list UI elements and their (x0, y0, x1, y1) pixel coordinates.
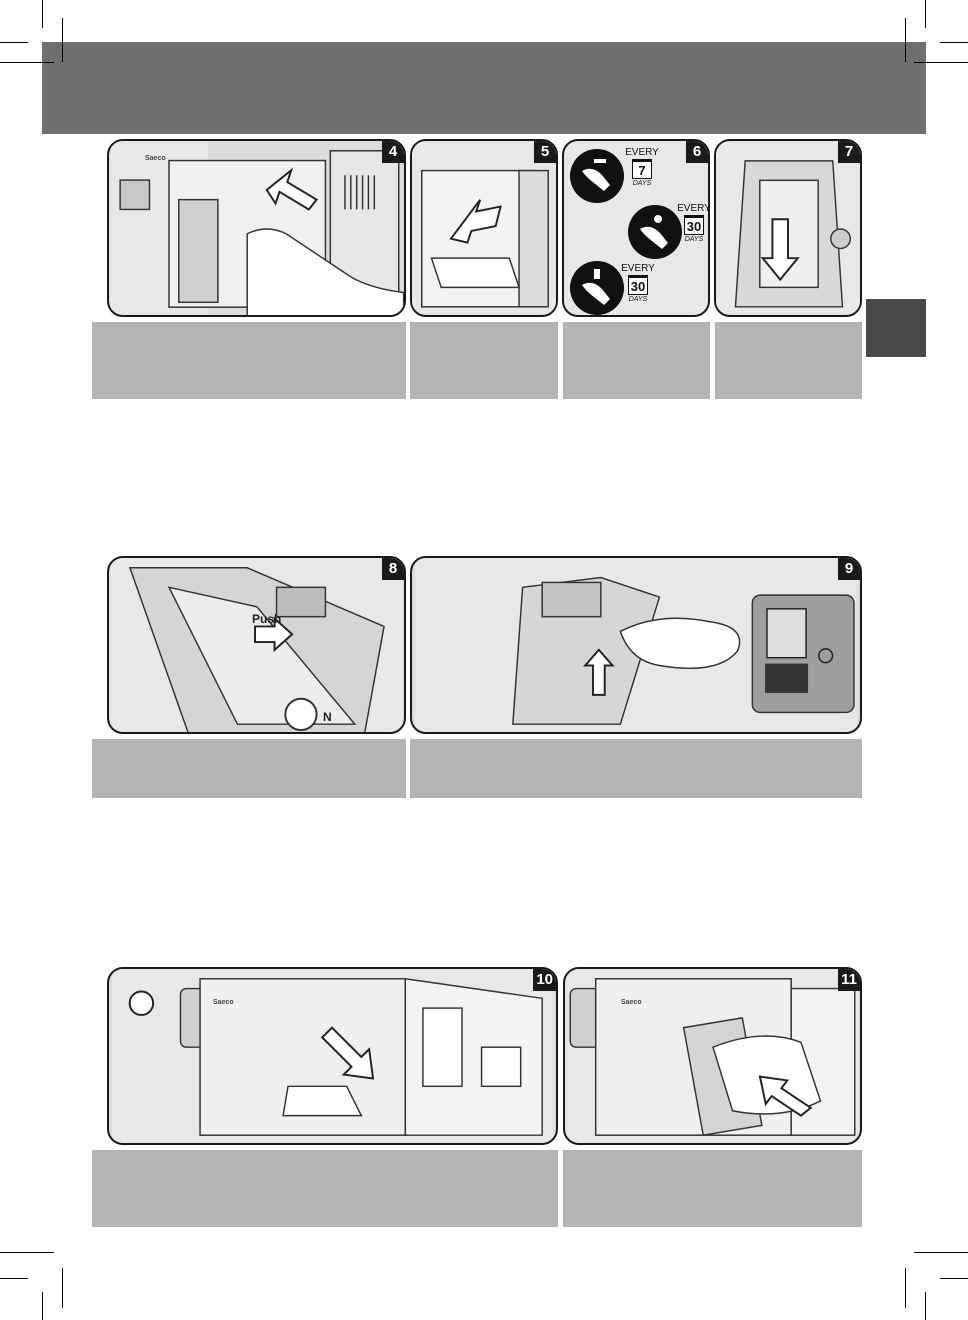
lubricant-drop-icon (628, 205, 682, 259)
brand-logo: Saeco (145, 155, 166, 162)
brew-group-push-illustration (110, 558, 403, 732)
brand-logo: Saeco (213, 999, 234, 1006)
push-label: Push (252, 612, 282, 626)
brew-group-removal-illustration (110, 141, 404, 315)
position-letter: N (323, 710, 332, 724)
illustration-panel-10: Saeco 10 (107, 967, 558, 1145)
caption-box-10 (92, 1150, 558, 1227)
interval-label: EVERY 7 DAYS (625, 147, 659, 187)
caption-box-11 (563, 1150, 862, 1227)
illustration-panel-11: Saeco 11 (563, 967, 862, 1145)
step-number: 7 (838, 141, 860, 163)
illustration-panel-5: 5 (410, 139, 558, 317)
illustration-panel-4: Saeco 4 (107, 139, 406, 317)
step-number: 10 (533, 969, 556, 991)
illustration-panel-8: Push N 8 (107, 556, 406, 734)
caption-box-7 (715, 322, 862, 399)
side-language-tab (866, 299, 926, 357)
illustration-panel-7: 7 (714, 139, 862, 317)
brew-group-check-illustration (415, 558, 857, 732)
step-number: 5 (534, 141, 556, 163)
header-band (42, 42, 926, 134)
tablet-icon (570, 261, 624, 315)
step-number: 6 (686, 141, 708, 163)
caption-box-4 (92, 322, 406, 399)
step-number: 4 (382, 141, 404, 163)
brew-group-lift-illustration (412, 141, 556, 315)
illustration-panel-6: EVERY 7 DAYS EVERY 30 DAYS EVERY 30 DAYS… (562, 139, 710, 317)
step-number: 8 (382, 558, 404, 580)
brew-group-insert-illustration (112, 969, 553, 1143)
brew-group-press-illustration (716, 141, 860, 315)
caption-box-9 (410, 739, 862, 798)
brew-group-push-in-illustration (566, 969, 859, 1143)
interval-label: EVERY 30 DAYS (677, 203, 710, 243)
illustration-panel-9: 9 (410, 556, 862, 734)
step-number: 11 (838, 969, 860, 991)
step-number: 9 (838, 558, 860, 580)
caption-box-5 (410, 322, 558, 399)
brand-logo: Saeco (621, 999, 642, 1006)
tap-water-icon (570, 149, 624, 203)
interval-label: EVERY 30 DAYS (621, 263, 655, 303)
caption-box-8 (92, 739, 406, 798)
caption-box-6 (563, 322, 710, 399)
